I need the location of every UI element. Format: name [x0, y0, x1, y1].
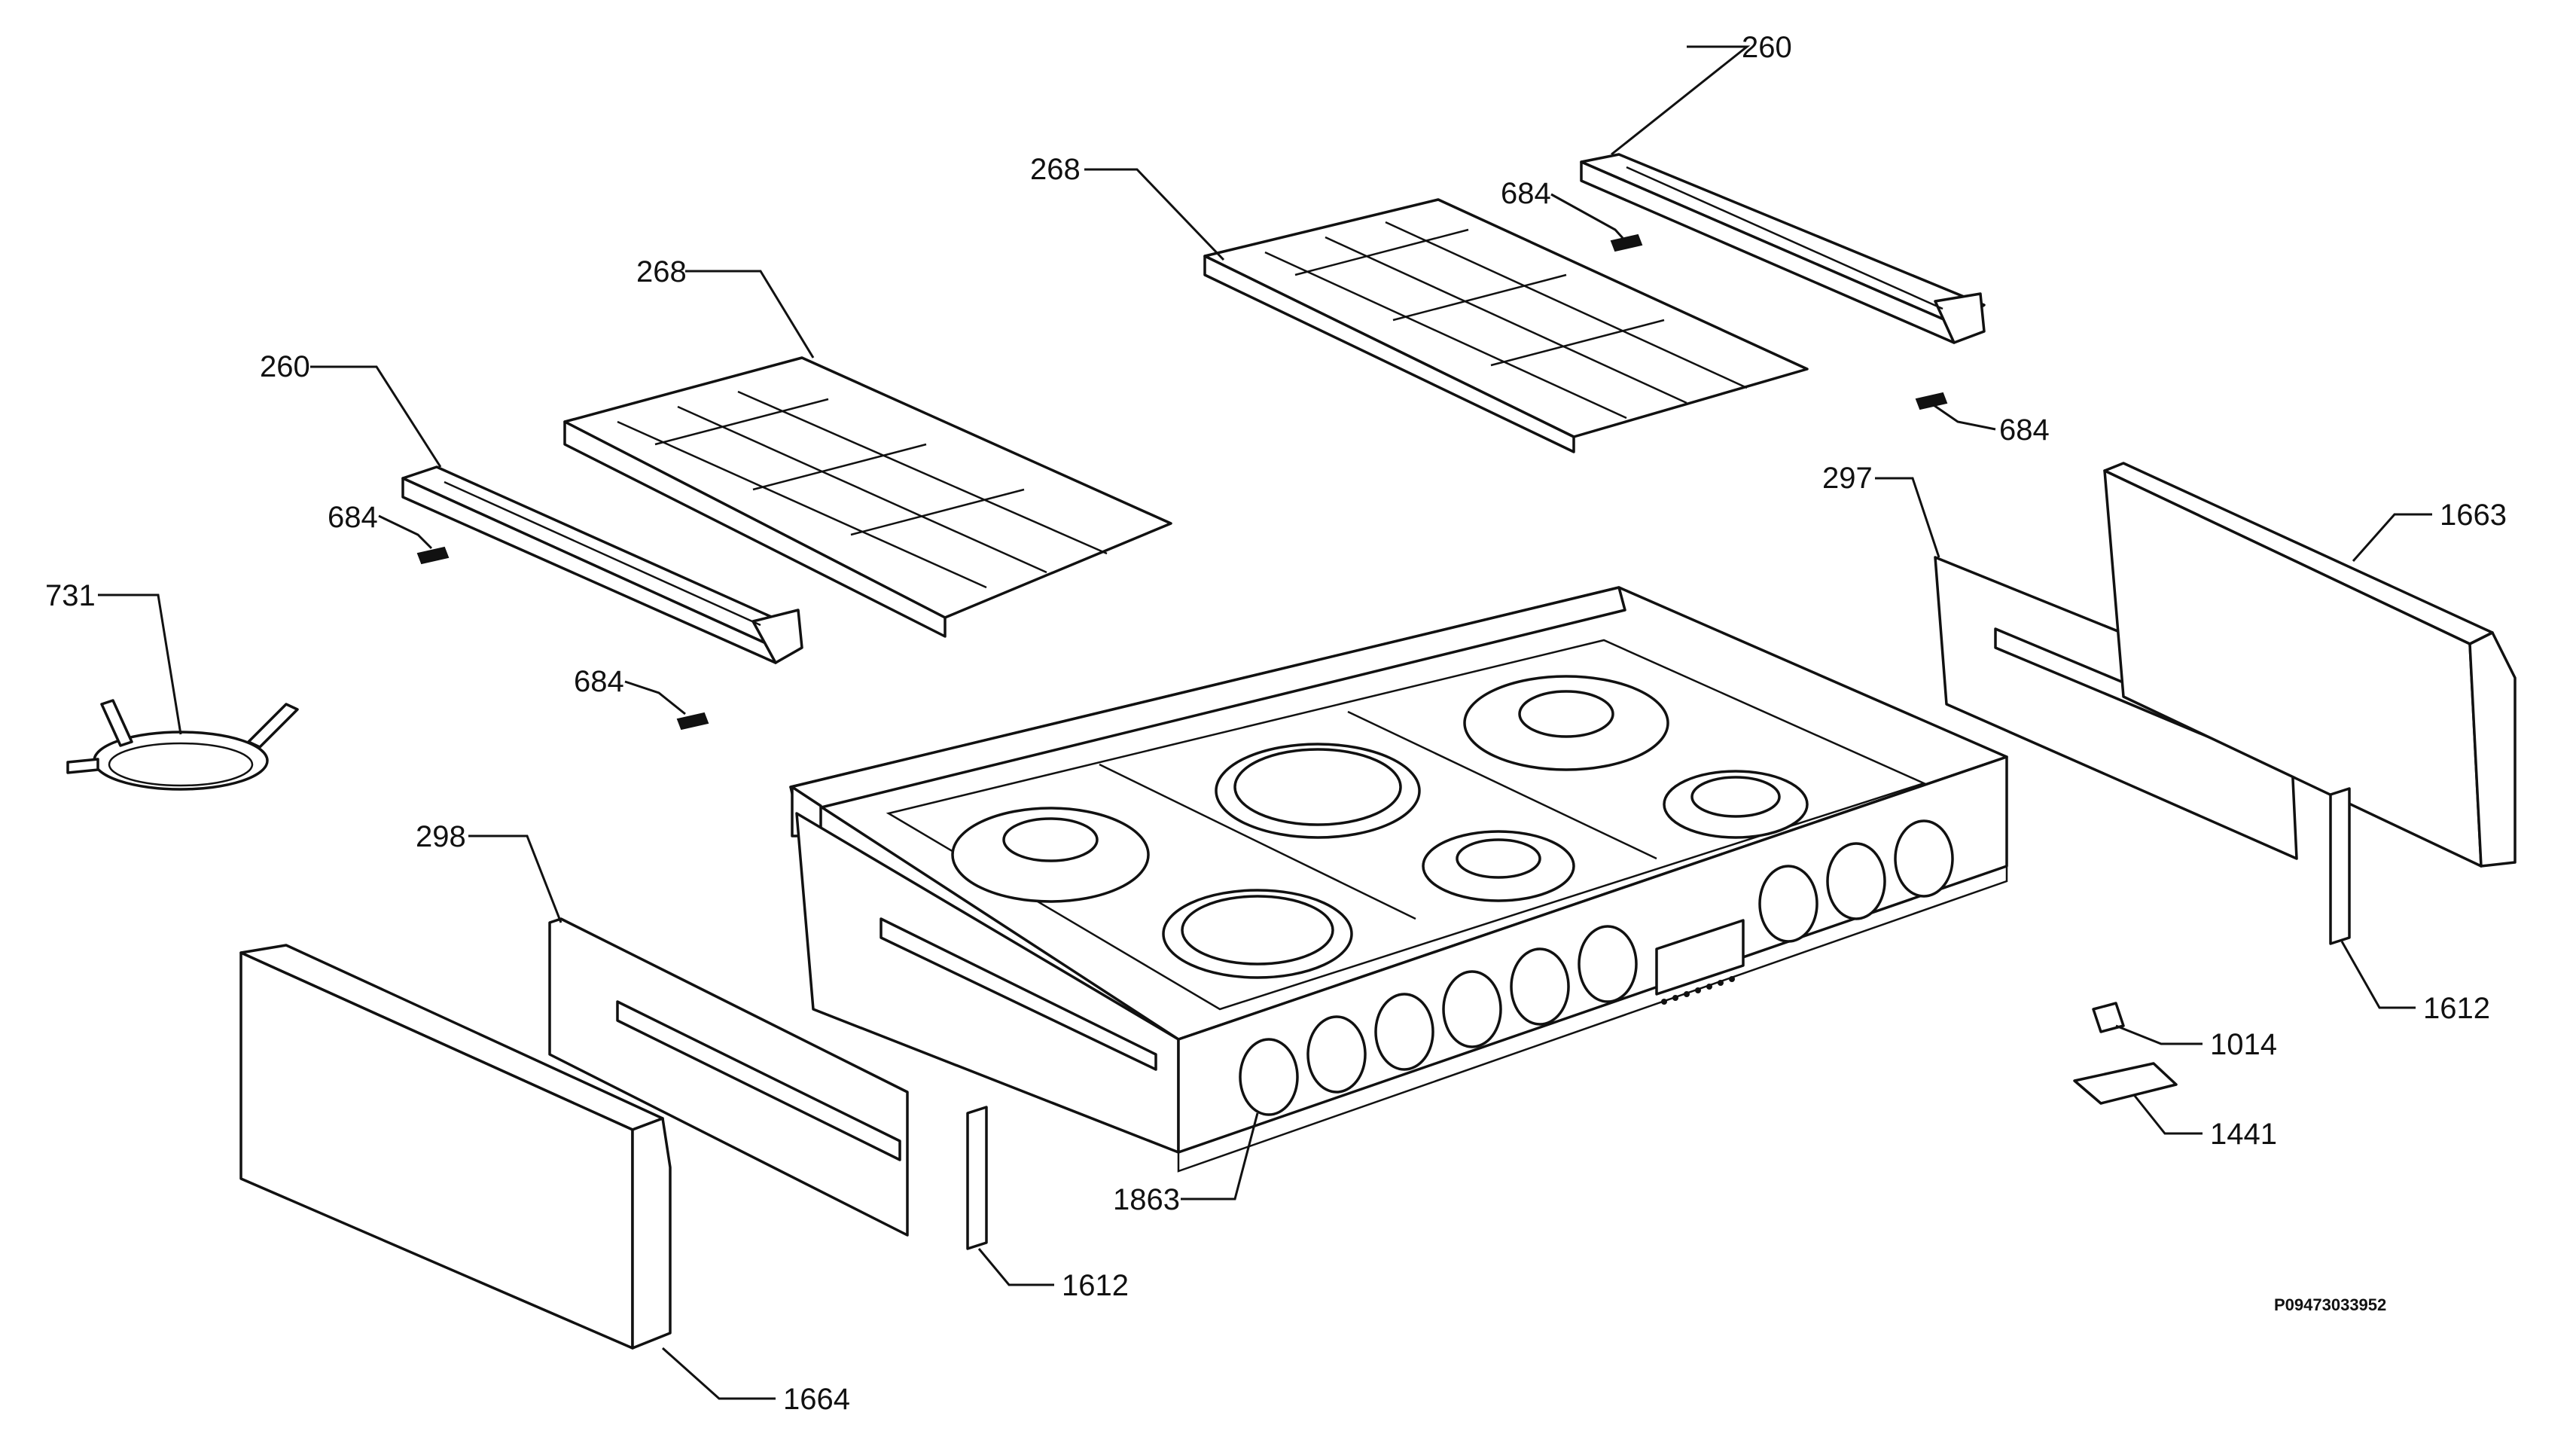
callout-684-left-top: 684 — [328, 501, 378, 534]
grate-left — [563, 356, 1172, 638]
callout-1612-left: 1612 — [1062, 1269, 1129, 1302]
bracket-left — [966, 1106, 988, 1250]
grate-right — [1203, 198, 1809, 453]
callout-1664: 1664 — [783, 1383, 850, 1416]
callout-268-left: 268 — [636, 255, 687, 288]
trim-rail-left — [401, 465, 803, 664]
callout-1014: 1014 — [2210, 1028, 2277, 1061]
burner-fl — [1162, 889, 1353, 979]
wok-ring — [66, 699, 299, 791]
drawing-code: P09473033952 — [2274, 1295, 2386, 1314]
trim-rail-right — [1580, 153, 1986, 344]
side-cover-right — [2103, 462, 2517, 868]
callout-297: 297 — [1822, 462, 1873, 495]
burner-fr — [1663, 770, 1809, 839]
burner-rc — [1215, 743, 1421, 839]
callout-298: 298 — [416, 820, 466, 853]
callout-1612-right: 1612 — [2423, 992, 2490, 1025]
burner-fc — [1422, 830, 1575, 902]
side-cover-left — [239, 944, 672, 1350]
callout-268-right: 268 — [1030, 153, 1081, 186]
leader-lines — [98, 45, 2432, 1400]
callout-684-left-bottom: 684 — [574, 665, 624, 698]
burner-rr — [1463, 675, 1669, 771]
small-switch — [2092, 1002, 2125, 1033]
small-plate — [2073, 1062, 2178, 1105]
callout-1863: 1863 — [1113, 1183, 1180, 1216]
control-knobs — [1239, 819, 1954, 1116]
callout-684-right-bottom: 684 — [1999, 413, 2050, 447]
clips — [416, 233, 1948, 731]
display-panel — [1655, 919, 1745, 996]
cooktop-body — [789, 586, 2008, 1173]
callout-1441: 1441 — [2210, 1118, 2277, 1151]
bracket-right — [2329, 787, 2351, 945]
callout-1663: 1663 — [2440, 499, 2507, 532]
callout-260-left: 260 — [260, 350, 310, 383]
callout-731: 731 — [45, 579, 96, 612]
callout-684-right-top: 684 — [1501, 177, 1551, 210]
callout-labels: 260 268 684 684 268 260 684 684 731 297 … — [45, 31, 2507, 1416]
callout-260-right: 260 — [1742, 31, 1792, 64]
burner-rl — [951, 807, 1150, 903]
